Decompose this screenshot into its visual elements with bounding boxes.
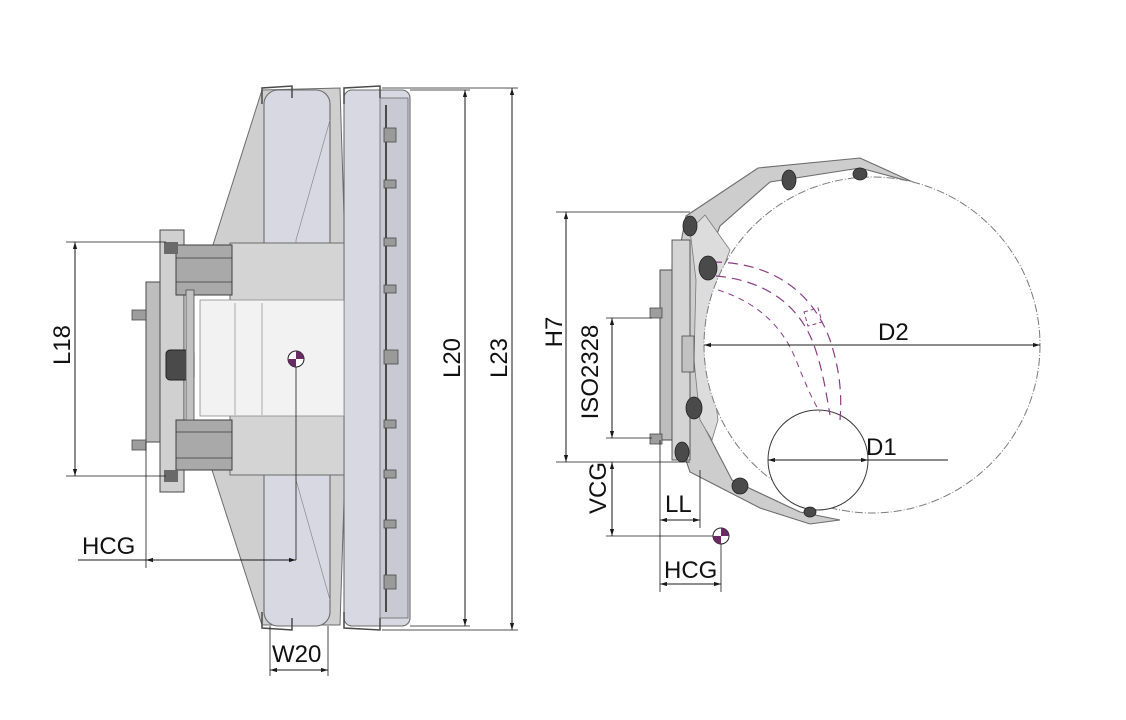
cylinder-lower	[175, 419, 233, 471]
lower-beam	[229, 414, 345, 476]
fitting-bottom	[131, 439, 147, 451]
cg-marker-side	[287, 350, 305, 368]
pad-rail-brackets	[383, 127, 399, 590]
center-beam	[199, 299, 345, 417]
label-l23: L23	[486, 338, 513, 378]
upper-beam	[229, 242, 345, 304]
fitting-top	[131, 309, 147, 321]
dashed-arc-1	[711, 261, 842, 421]
side-view: L18 L20 L23 HCG W20	[49, 85, 518, 676]
label-d2: D2	[878, 319, 909, 346]
front-view: H7 ISO2328 VCG LL HCG D2 D1	[541, 157, 1041, 592]
top-handle-rear	[261, 85, 293, 104]
pivot-pads	[674, 167, 868, 518]
label-ll: LL	[665, 491, 692, 518]
bottom-handle-front	[343, 612, 381, 631]
label-iso2328: ISO2328	[577, 325, 604, 420]
label-l18: L18	[49, 325, 76, 365]
vertical-rod	[185, 289, 195, 421]
label-d1: D1	[866, 434, 897, 461]
cg-marker-front	[712, 527, 730, 545]
label-hcg-side: HCG	[82, 533, 135, 560]
dashed-arc-2	[715, 275, 831, 416]
label-h7: H7	[541, 317, 568, 348]
top-handle-front	[343, 85, 381, 104]
label-vcg: VCG	[585, 462, 612, 514]
cylinder-upper	[175, 244, 233, 296]
bottom-handle-rear	[261, 612, 293, 631]
label-l20: L20	[439, 338, 466, 378]
label-w20: W20	[272, 641, 321, 668]
label-hcg-front: HCG	[664, 557, 717, 584]
dashed-arc-3	[717, 289, 821, 413]
